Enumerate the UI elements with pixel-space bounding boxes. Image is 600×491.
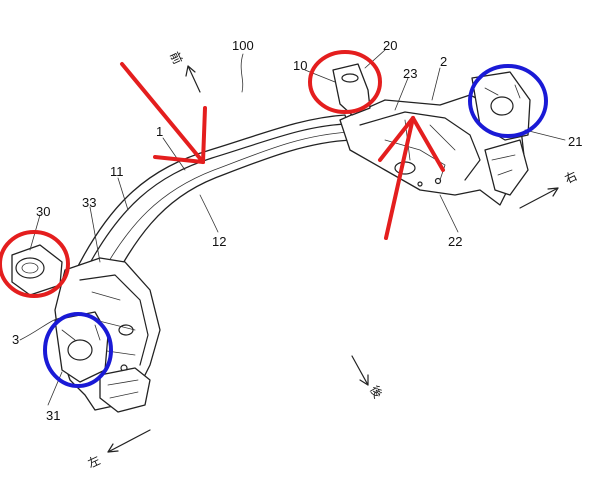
direction-labels: 前 右 後 左 [85,49,579,471]
direction-arrows [107,65,559,453]
red-arrow-lower [378,116,445,240]
ref-21-label: 21 [568,134,582,149]
right-arrow-icon [519,187,559,209]
rear-arrow-icon [351,355,369,386]
ref-23-label: 23 [403,66,417,81]
ref-1-label: 1 [156,124,163,139]
blue-annotations [43,64,548,388]
right-label: 右 [562,168,579,187]
ref-10-label: 10 [293,58,307,73]
left-arrow-icon [107,429,151,453]
ref-22-label: 22 [448,234,462,249]
ref-30-label: 30 [36,204,50,219]
left-label: 左 [85,452,102,471]
red-arrow-upper [120,62,207,164]
rear-label: 後 [367,383,385,400]
ref-2-label: 2 [440,54,447,69]
ref-20-label: 20 [383,38,397,53]
blue-circle-right-bracket [468,64,548,138]
blue-circle-left-bracket [43,312,113,388]
reference-numerals: 100 1 11 12 20 10 23 2 21 22 30 33 3 31 [12,38,582,423]
ref-31-label: 31 [46,408,60,423]
front-label: 前 [167,49,186,66]
front-arrow-icon [185,65,201,93]
ref-12-label: 12 [212,234,226,249]
ref-33-label: 33 [82,195,96,210]
ref-3-label: 3 [12,332,19,347]
red-circle-left-mount [0,230,70,298]
ref-11-label: 11 [110,164,124,179]
ref-100-label: 100 [232,38,254,53]
red-circle-upper-mount [308,50,382,114]
red-annotations [0,50,445,298]
